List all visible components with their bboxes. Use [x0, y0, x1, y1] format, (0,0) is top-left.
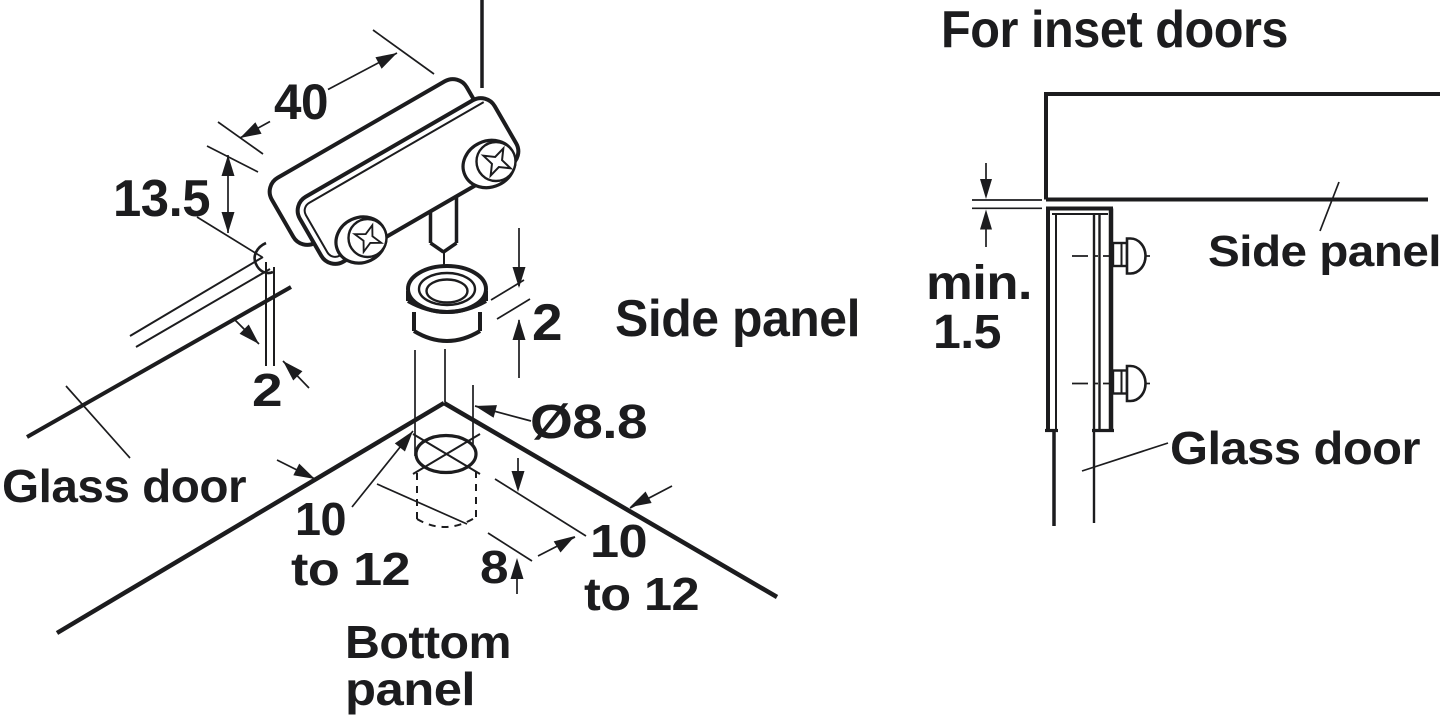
phillips-screw-lower — [334, 215, 388, 265]
side-panel-board — [1044, 92, 1440, 202]
phillips-cross-icon — [480, 145, 514, 179]
bottom-panel-label-line2: panel — [345, 663, 475, 715]
dimension-40: 40 — [217, 29, 435, 155]
dimension-sleeve-2: 2 — [490, 228, 563, 378]
dim-front-edge-label-2: to 12 — [291, 543, 410, 595]
side-panel-leader-line — [1319, 181, 1340, 232]
hinge-assembly-section — [1045, 206, 1153, 526]
fixing-screw-side-lower — [1072, 364, 1153, 403]
dimension-glass-2: 2 — [232, 317, 310, 416]
dimension-side-edge-distance: 10 to 12 — [537, 485, 700, 620]
phillips-cross-icon — [351, 222, 385, 255]
dim-sleeve-2-label: 2 — [532, 294, 562, 352]
dim-13-5-label: 13.5 — [113, 170, 210, 228]
dim-40-label: 40 — [274, 74, 328, 130]
dim-min-gap-label-2: 1.5 — [933, 306, 1001, 359]
dim-side-edge-label-2: to 12 — [584, 568, 699, 620]
glass-door-label-right: Glass door — [1170, 422, 1421, 474]
side-panel-label-right: Side panel — [1208, 227, 1441, 276]
pivot-sleeve — [406, 264, 488, 343]
dim-hole-depth-label: 8 — [480, 541, 508, 593]
dim-glass-2-label: 2 — [252, 364, 282, 416]
dim-side-edge-label-1: 10 — [590, 515, 647, 567]
bottom-panel-label-line1: Bottom — [345, 616, 511, 668]
inset-view-title: For inset doors — [941, 1, 1288, 59]
glass-door-leader-line-right — [1081, 442, 1169, 472]
dimension-min-gap: min. 1.5 — [926, 163, 1042, 359]
drill-hole-depth-dashed — [416, 471, 477, 528]
dim-min-gap-label-1: min. — [926, 257, 1032, 310]
dimension-13-5: 13.5 — [113, 145, 263, 258]
phillips-screw-upper — [461, 138, 517, 190]
dim-hole-diameter-label: Ø8.8 — [530, 396, 647, 449]
dimension-front-edge-distance: 10 to 12 — [276, 430, 414, 595]
glass-door-leader-line — [65, 385, 131, 459]
fixing-screw-side-upper — [1072, 237, 1153, 275]
clamp-glass-hook — [253, 241, 274, 275]
clamp-front-plate-inner-contour — [303, 101, 485, 258]
glass-door-strip — [26, 256, 292, 459]
inset-door-view: For inset doors Side panel — [926, 1, 1442, 526]
bottom-panel-corner — [55, 401, 779, 635]
isometric-view: 40 13.5 2 2 Ø — [2, 0, 861, 715]
dimension-hole-depth-8: 8 — [376, 458, 587, 594]
drill-hole — [414, 433, 478, 475]
side-panel-label: Side panel — [615, 290, 860, 348]
glass-door-label: Glass door — [2, 460, 247, 512]
dim-front-edge-label-1: 10 — [295, 493, 346, 545]
dimension-hole-diameter: Ø8.8 — [474, 396, 648, 449]
